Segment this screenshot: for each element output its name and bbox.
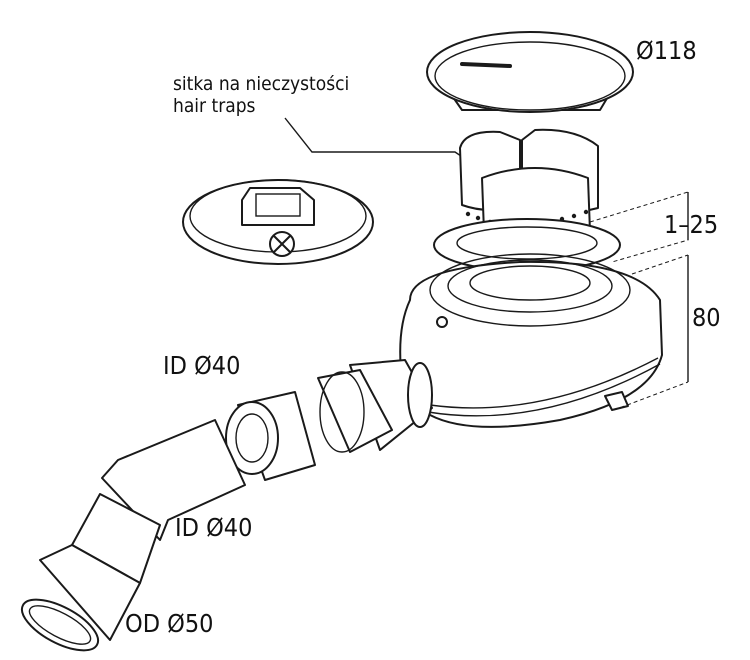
inlet-id-bottom-label: ID Ø40 — [175, 513, 253, 542]
dimension-lines — [589, 191, 689, 411]
lid-underside — [182, 179, 374, 265]
lid-diameter-label: Ø118 — [636, 36, 697, 65]
outlet-od-label: OD Ø50 — [125, 609, 214, 638]
outlet-assembly — [20, 359, 433, 652]
drain-body — [399, 253, 663, 428]
height-adjust-label: 1–25 — [664, 210, 719, 239]
cover-lid — [426, 31, 634, 113]
inlet-id-top-label: ID Ø40 — [163, 351, 241, 380]
hair-trap-label-en: hair traps — [173, 95, 256, 117]
body-height-label: 80 — [692, 303, 721, 332]
hair-trap-leader — [284, 117, 468, 161]
hair-trap-label-pl: sitka na nieczystości — [173, 73, 350, 95]
